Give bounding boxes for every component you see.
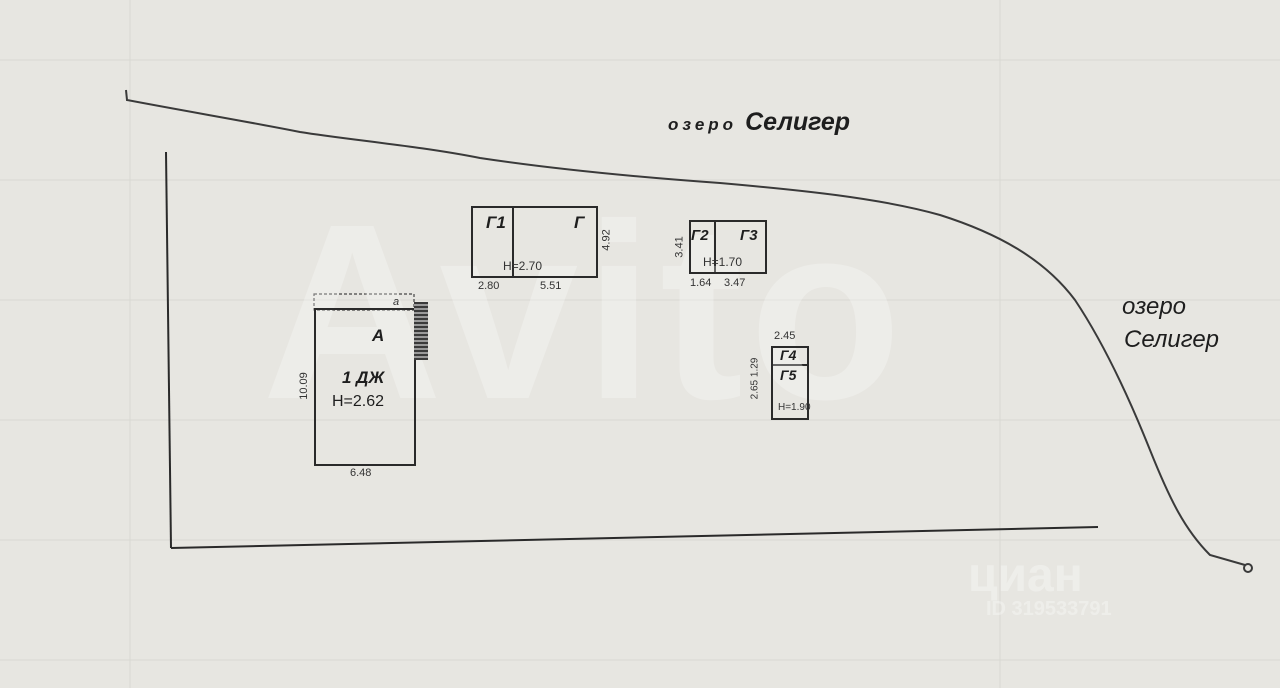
- shed-label-g2: Г2: [691, 227, 709, 244]
- shed-label-g5: Г5: [780, 367, 797, 383]
- house-porch-hatch: [414, 302, 428, 360]
- plot-boundary-left: [165, 151, 172, 549]
- shed-g4-g5: [771, 346, 809, 420]
- house-label-a-small: а: [393, 296, 400, 308]
- shed-g4-dim-top: 2.45: [774, 330, 796, 342]
- avito-watermark: Avito: [262, 172, 908, 451]
- shed-g4-dim-side: 2.65 1.29: [749, 357, 761, 400]
- lake-label-top-word2: Селигер: [745, 108, 851, 136]
- lake-label-top: озеро Селигер: [668, 108, 850, 137]
- garage-label-g: Г: [574, 213, 585, 232]
- lake-label-right: озеро Селигер: [1122, 290, 1219, 356]
- house-dim-side: 10.09: [297, 372, 310, 400]
- shed-dim-side: 3.41: [673, 236, 686, 258]
- house-height: Н=2.62: [332, 393, 385, 410]
- lake-label-top-word1: озеро: [668, 115, 738, 134]
- garage-height: Н=2.70: [503, 259, 543, 273]
- cian-watermark: циан: [968, 549, 1083, 602]
- lake-label-right-word1: озеро: [1122, 293, 1187, 320]
- house-name: 1 ДЖ: [342, 368, 385, 387]
- garage-dim-left: 2.80: [478, 280, 500, 292]
- house-dim-bottom: 6.48: [350, 467, 372, 479]
- house-a: [314, 308, 416, 466]
- garage-g: [471, 206, 598, 278]
- shed-g2-g3: [689, 220, 767, 274]
- shed-dim-left: 1.64: [690, 277, 712, 289]
- garage-dim-mid: 5.51: [540, 280, 562, 292]
- lake-label-right-word2: Селигер: [1124, 326, 1220, 353]
- plot-boundary-bottom: [170, 526, 1099, 549]
- shoreline: [125, 89, 1246, 566]
- garage-label-g1: Г1: [486, 213, 506, 232]
- shed-g4-height: Н=1.90: [778, 402, 811, 413]
- shed-dim-right: 3.47: [724, 277, 746, 289]
- shed-label-g3: Г3: [740, 227, 758, 244]
- cian-listing-id: ID 319533791: [986, 598, 1112, 620]
- shed-label-g4: Г4: [780, 347, 797, 363]
- house-label-a: А: [372, 326, 385, 345]
- shed-height: Н=1.70: [703, 255, 743, 269]
- garage-dim-side: 4.92: [600, 229, 613, 251]
